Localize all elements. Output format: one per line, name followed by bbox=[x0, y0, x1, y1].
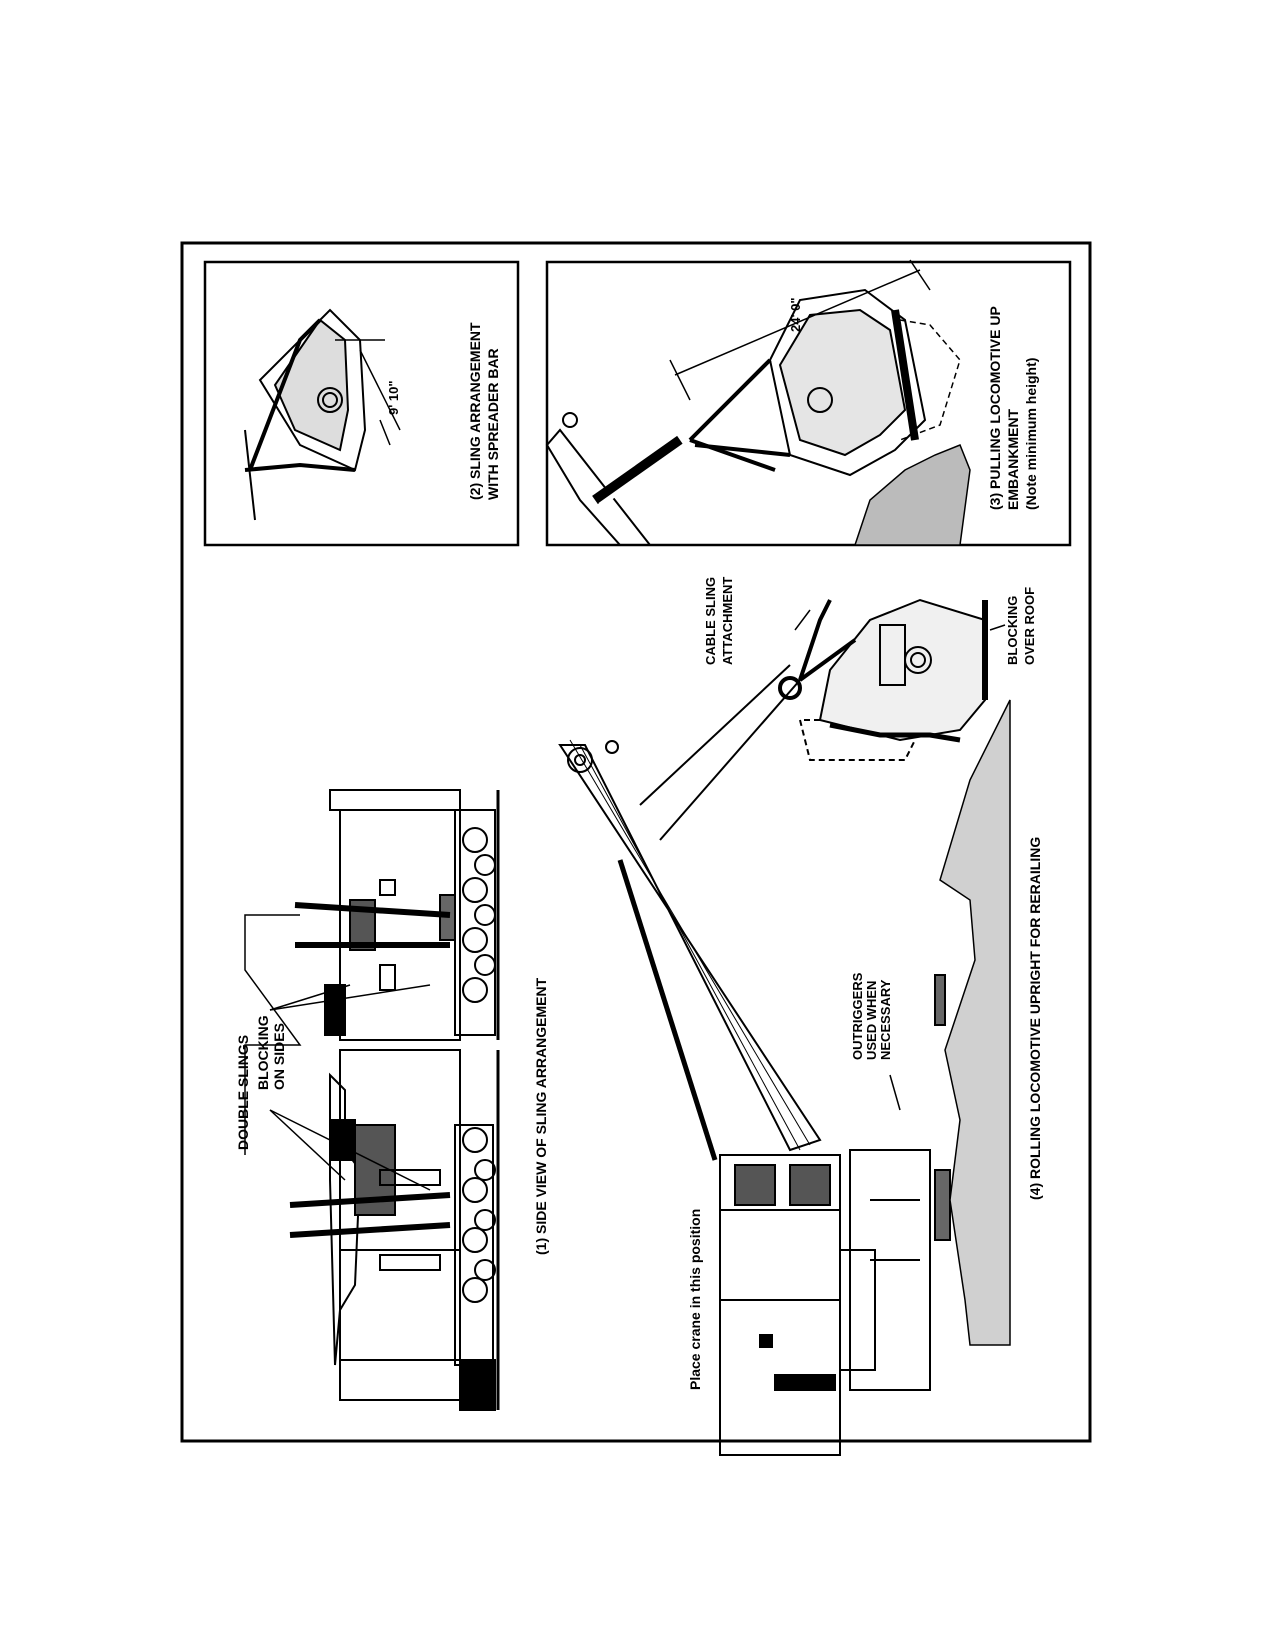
locomotive-icon bbox=[798, 598, 988, 761]
dimension-9-10 bbox=[335, 339, 401, 446]
leader-lines-1 bbox=[244, 914, 431, 1191]
locomotive-icon bbox=[324, 789, 500, 1411]
ground-slope bbox=[939, 699, 1011, 1346]
locomotive-icon bbox=[768, 288, 961, 477]
label-blocking-on-sides-1: BLOCKING bbox=[255, 1015, 271, 1090]
panel-1-side-view: DOUBLE SLINGS BLOCKING ON SIDES (1) SIDE… bbox=[235, 789, 549, 1411]
crane-icon bbox=[558, 664, 951, 1456]
caption-3-line1: (3) PULLING LOCOMOTIVE UP bbox=[987, 306, 1003, 510]
label-place-crane: Place crane in this position bbox=[687, 1209, 703, 1390]
label-blocking-on-sides-2: ON SIDES bbox=[271, 1023, 287, 1090]
caption-4: (4) ROLLING LOCOMOTIVE UPRIGHT FOR RERAI… bbox=[1027, 837, 1043, 1200]
label-cable-sling-1: CABLE SLING bbox=[703, 577, 718, 665]
sling-icon bbox=[688, 358, 791, 472]
panel-2-frame bbox=[203, 260, 520, 547]
label-cable-sling-2: ATTACHMENT bbox=[720, 577, 735, 665]
caption-1: (1) SIDE VIEW OF SLING ARRANGEMENT bbox=[533, 977, 549, 1255]
label-blocking-roof-1: BLOCKING bbox=[1005, 596, 1020, 665]
label-double-slings: DOUBLE SLINGS bbox=[235, 1035, 251, 1150]
caption-3-line3: (Note minimum height) bbox=[1023, 358, 1039, 510]
caption-3-line2: EMBANKMENT bbox=[1005, 408, 1021, 510]
sling-icon bbox=[289, 902, 451, 1238]
embankment-ground bbox=[853, 444, 971, 546]
dimension-24-0 bbox=[669, 259, 931, 401]
figure-frame bbox=[180, 241, 1092, 1443]
panel-3-embankment: 24' 0" (3) PULLING LOCOMOTIVE UP EMBANKM… bbox=[545, 259, 1039, 546]
label-outriggers-3: NECESSARY bbox=[878, 979, 893, 1060]
dim-label-2: 9' 10" bbox=[386, 380, 401, 415]
locomotive-icon bbox=[258, 308, 367, 472]
sling-icon bbox=[778, 599, 857, 700]
panel-3-frame bbox=[545, 260, 1072, 547]
panel-4-rolling: Place crane in this position OUTRIGGERS … bbox=[558, 577, 1043, 1456]
label-outriggers-1: OUTRIGGERS bbox=[850, 972, 865, 1060]
caption-2-line1: (2) SLING ARRANGEMENT bbox=[467, 322, 483, 500]
panel-2-spreader-bar: 9' 10" (2) SLING ARRANGEMENT WITH SPREAD… bbox=[244, 308, 501, 521]
label-blocking-roof-2: OVER ROOF bbox=[1022, 587, 1037, 665]
label-outriggers-2: USED WHEN bbox=[864, 981, 879, 1060]
crane-icon bbox=[545, 412, 687, 546]
leader-lines-4 bbox=[794, 609, 1006, 1111]
caption-2-line2: WITH SPREADER BAR bbox=[485, 348, 501, 500]
dim-label-3: 24' 0" bbox=[788, 297, 803, 332]
sling-icon bbox=[244, 318, 356, 521]
